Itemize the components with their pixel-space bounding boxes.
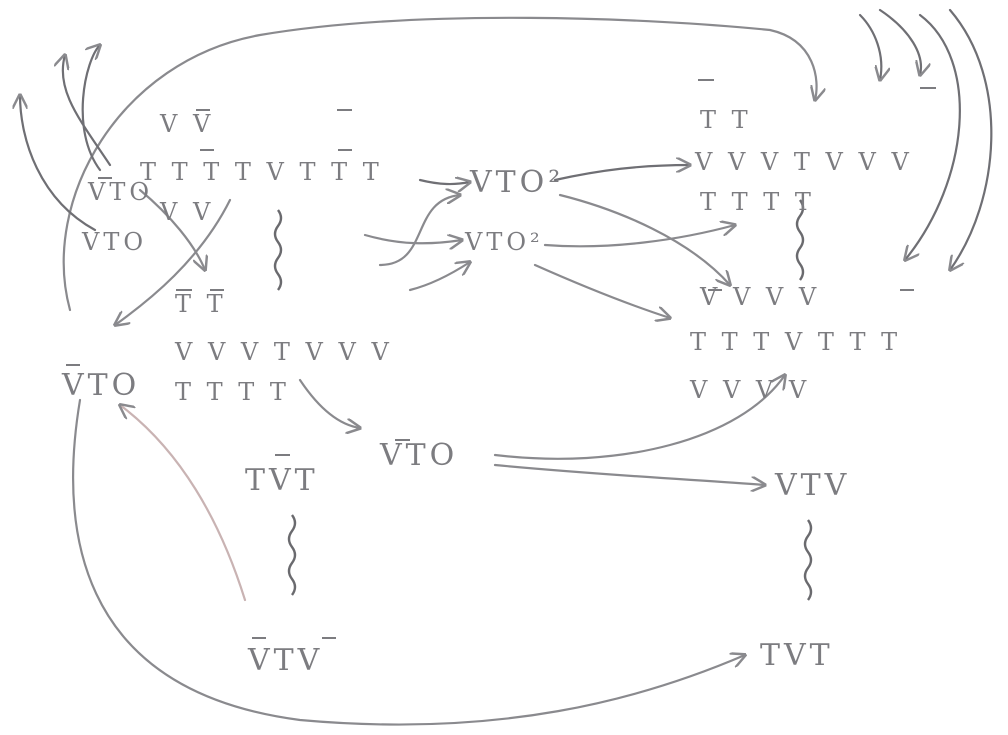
overbars <box>66 79 936 639</box>
grid-left-top-row-2: T T T T V T T T <box>140 158 383 186</box>
arrow-left-curl-2 <box>81 45 100 172</box>
arrow-right-curl-1 <box>858 13 881 80</box>
state-nodes: VTO VTO VTO VTO² VTO² VTO TVT VTV VTV TV… <box>61 165 850 678</box>
arrow-right-curl-2 <box>878 8 921 75</box>
arrow-sq-a-to-right-mid <box>558 193 730 285</box>
grid-right-mid-row-1: V V V V <box>699 283 820 311</box>
wiggle-right-top <box>795 199 805 281</box>
grid-left-top-row-1: V V <box>159 110 214 138</box>
arrow-top-loop <box>62 16 817 312</box>
node-vto-b: VTO <box>81 228 147 256</box>
arrow-center-to-vtv <box>493 463 765 485</box>
grid-left-mid-row-1: V V V T V V V <box>174 338 393 366</box>
node-tvt-center: TVT <box>245 463 319 498</box>
arrow-left-curl-3 <box>20 95 97 232</box>
arrow-left-curl-1 <box>63 55 112 167</box>
letter-grids: V V T T T T V T T T V V T T V V V T V V … <box>140 106 913 406</box>
node-vto-squared-b: VTO² <box>464 228 544 256</box>
node-vto-c: VTO <box>61 368 140 403</box>
node-tvt-right: TVT <box>760 638 834 673</box>
grid-left-mid-row-2: T T T T <box>175 378 290 406</box>
node-vto-center: VTO <box>379 438 458 473</box>
grid-right-mid-row-2: T T T V T T T <box>690 328 901 356</box>
wiggles <box>273 199 813 601</box>
arrow-sq-b-to-right <box>543 225 735 248</box>
grid-right-top-row-2: V V V T V V V <box>694 148 913 176</box>
arrow-left-cross-2 <box>138 188 205 270</box>
arrow-right-curl-4 <box>950 8 993 270</box>
arrow-to-vto-sq-a <box>418 180 470 184</box>
grid-right-mid-row-3: V V V V <box>689 376 810 404</box>
arrow-bottom-pink <box>120 405 247 602</box>
wiggle-right-bottom <box>803 519 813 601</box>
arrow-to-vto-sq-b <box>363 235 462 243</box>
arrow-cross-up <box>378 195 460 267</box>
arrow-sq-a-to-right <box>553 165 690 182</box>
arrow-right-curl-3 <box>905 13 961 260</box>
wiggle-center <box>287 514 297 596</box>
arrows <box>20 8 993 726</box>
grid-right-top-row-3: T T T T <box>700 188 815 216</box>
grid-left-top-row-3: V V <box>159 198 214 226</box>
node-vto-squared-a: VTO² <box>469 165 564 200</box>
arrow-left-cross <box>115 198 232 325</box>
wiggle-left <box>273 209 283 291</box>
arrow-center-to-right-mid <box>493 375 785 460</box>
arrow-low-right <box>408 262 470 292</box>
node-vto-a: VTO <box>87 178 153 206</box>
grid-left-top-row-4: T T <box>175 290 227 318</box>
node-vtv-bottom: VTV <box>247 643 323 678</box>
arrow-to-center <box>298 378 360 428</box>
node-vtv-right: VTV <box>774 468 850 503</box>
arrow-sq-b-to-mid <box>533 263 670 318</box>
grid-right-top-row-1: T T <box>700 106 752 134</box>
arrow-bottom-loop <box>72 398 745 726</box>
